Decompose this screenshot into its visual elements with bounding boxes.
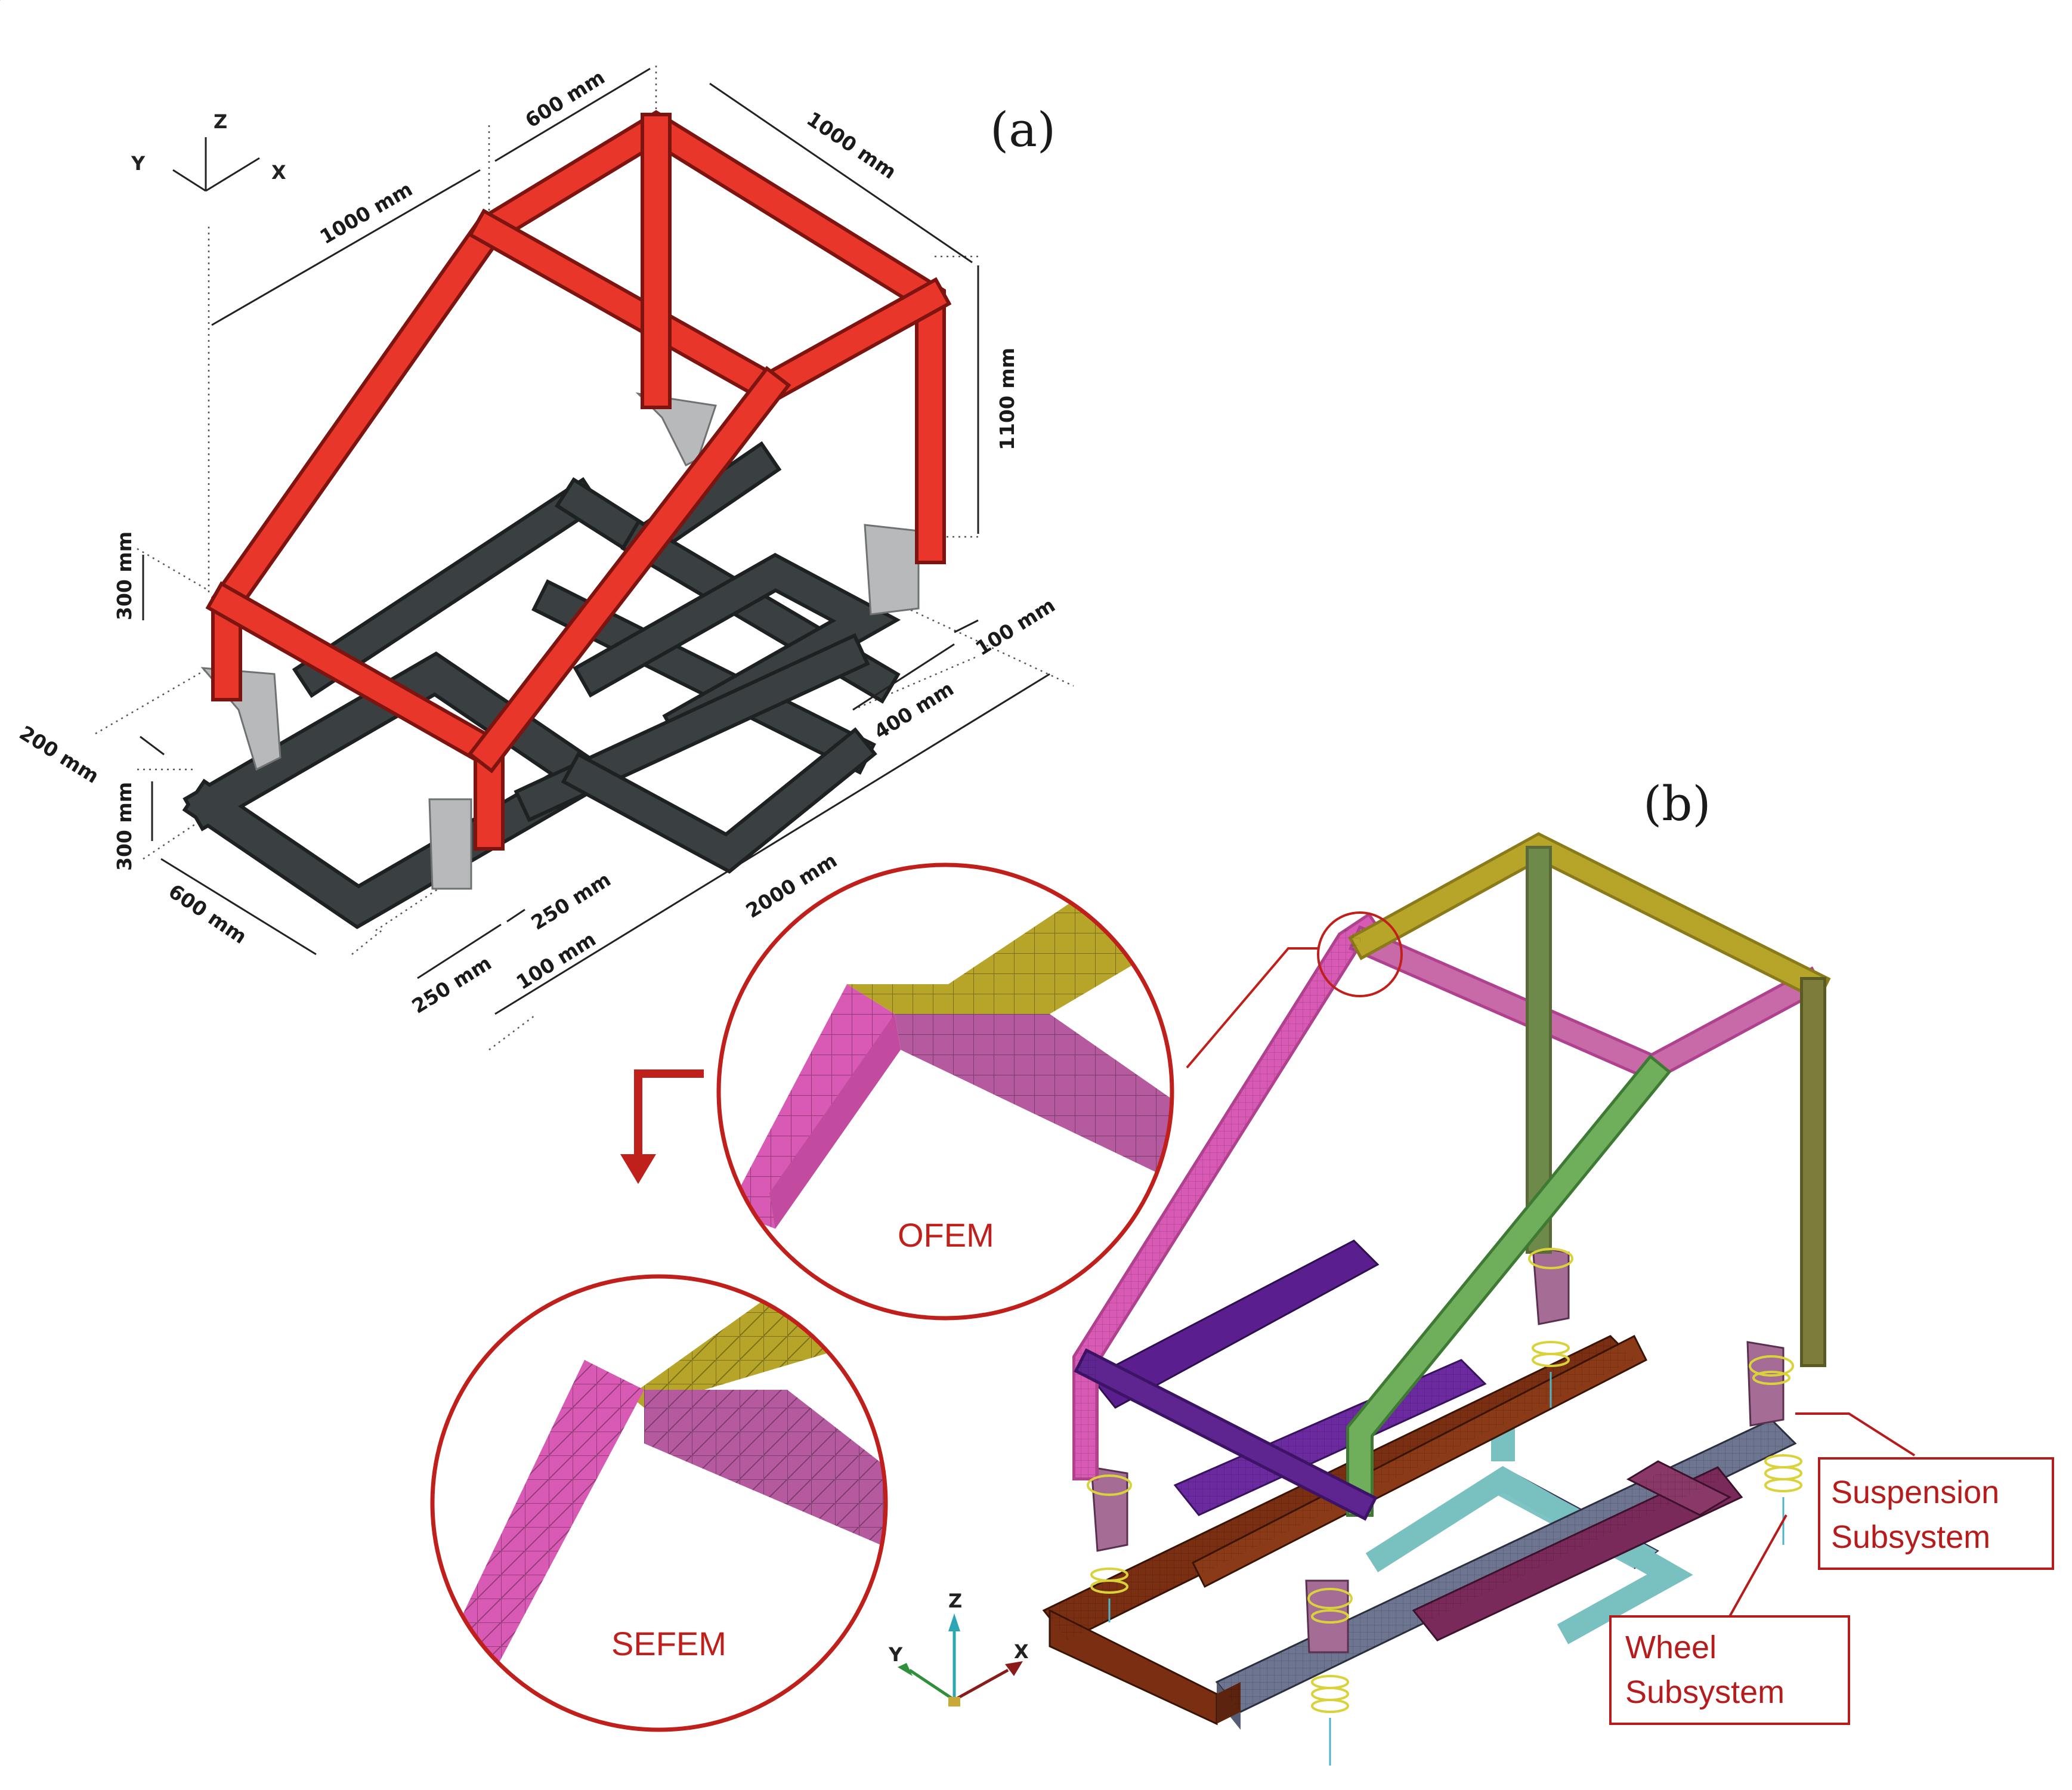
axis-a-x-label: X [271,161,286,184]
dim-left-300-upper: 300 mm [113,531,136,620]
panel-b-label: (b) [1643,776,1711,831]
mount-front-right [428,798,472,890]
panel-b-fe-model: (b) [0,0,2054,1766]
mount-rear-right [864,524,920,616]
fe-mount-rear-left [1532,1245,1570,1325]
dim-top-right-1000: 1000 mm [803,107,901,184]
transition-arrow [620,1069,704,1184]
dim-bottom-600: 600 mm [165,879,251,948]
axis-b-x-label: X [1014,1640,1029,1663]
axis-b-y-label: Y [888,1643,903,1666]
dim-top-600: 600 mm [521,66,609,132]
sefem-callout: SEFEM [430,1274,888,1732]
suspension-coils [1087,1248,1802,1766]
suspension-label-line1: Suspension [1831,1474,1999,1510]
ofem-label: OFEM [898,1216,994,1254]
zoom-target-circle [1317,911,1403,997]
axis-b-z-label: Z [948,1590,962,1612]
dim-height-1100: 1100 mm [995,348,1019,450]
dim-right-100: 100 mm [972,593,1059,660]
fe-roll-cage [1072,832,1831,1521]
mount-front-left [200,667,282,771]
axis-a-z-label: Z [214,110,227,133]
dim-top-left-1000: 1000 mm [316,177,417,249]
fe-mounts [1090,1245,1785,1653]
panel-a-label: (a) [990,102,1056,157]
wheel-label-line1: Wheel [1625,1630,1717,1665]
panel-a-model: 600 mm 1000 mm 1000 mm 1100 mm 300 mm 20… [16,66,1074,1050]
dim-front-250-b: 250 mm [408,951,496,1018]
mount-brackets [200,392,920,890]
suspension-subsystem-callout: Suspension Subsystem [1795,1412,2054,1570]
dim-front-100: 100 mm [512,928,600,994]
wheel-subsystem-callout: Wheel Subsystem [1609,1514,1850,1725]
dim-left-300-lower: 300 mm [113,782,136,871]
dimension-lines [140,67,1050,1015]
axis-triad-a: Z Y X [131,110,286,192]
axis-triad-b: Z Y X [888,1590,1029,1706]
dim-left-200: 200 mm [16,721,103,788]
suspension-label-line2: Subsystem [1831,1519,1990,1555]
mount-rear-left [635,392,717,467]
roll-cage [205,110,952,851]
wheel-label-line2: Subsystem [1625,1674,1785,1710]
ofem-callout: OFEM [716,862,1174,1321]
dim-front-250-a: 250 mm [527,868,615,935]
zoom-leader-line [1186,947,1318,1069]
sefem-label: SEFEM [611,1625,726,1662]
fe-mount-front-right [1305,1579,1349,1653]
axis-a-y-label: Y [131,152,146,175]
fe-mount-front-left [1090,1466,1128,1552]
